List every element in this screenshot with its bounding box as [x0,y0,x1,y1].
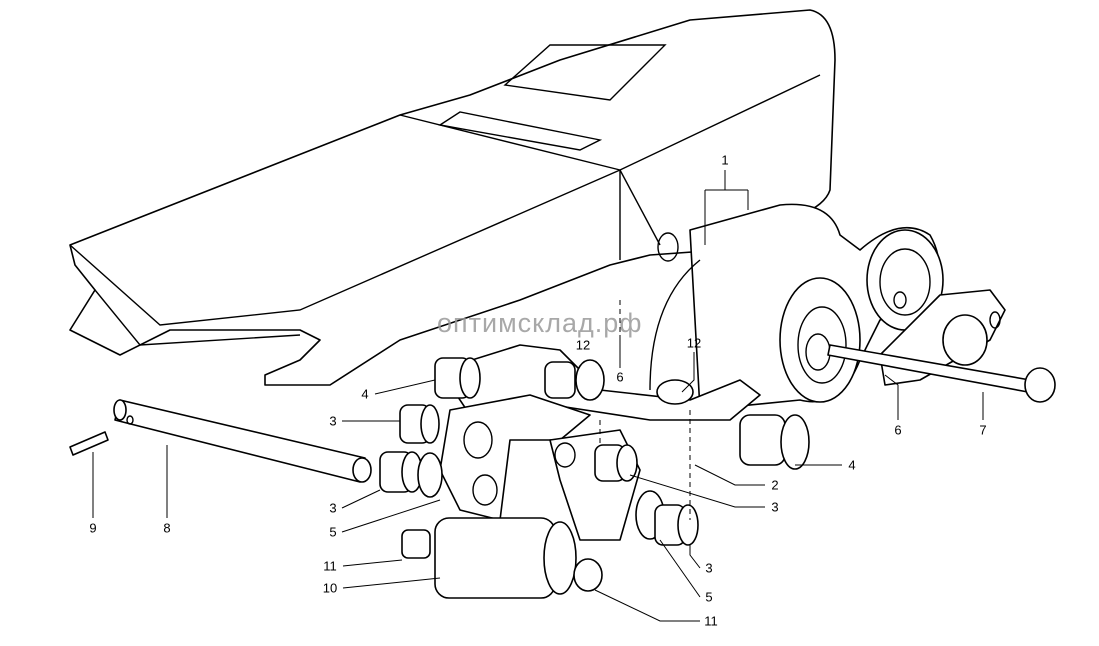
callout-10: 10 [322,580,338,596]
callout-12: 12 [575,337,591,353]
callout-11: 11 [323,558,337,574]
leader-lines [92,170,984,622]
callout-7: 7 [979,422,987,438]
rollers [649,203,944,411]
callout-1: 1 [721,152,729,168]
callout-3: 3 [329,413,337,429]
callout-4: 4 [361,386,369,402]
callout-8: 8 [163,520,171,536]
link-arms [439,344,761,541]
callout-2: 2 [771,477,779,493]
bolt-bracket [827,289,1056,403]
callout-6: 6 [894,422,902,438]
callout-9: 9 [89,520,97,536]
callout-11: 11 [704,613,718,629]
callout-12: 12 [686,335,702,351]
callout-4: 4 [848,457,856,473]
watermark: оптимсклад.рф [437,308,643,338]
fork-frame [69,9,836,386]
bushings [379,357,810,599]
callout-3: 3 [705,560,713,576]
callout-5: 5 [705,589,713,605]
axle-pin [69,399,372,483]
callout-6: 6 [616,369,624,385]
callout-3: 3 [771,499,779,515]
callout-5: 5 [329,524,337,540]
callout-3: 3 [329,500,337,516]
